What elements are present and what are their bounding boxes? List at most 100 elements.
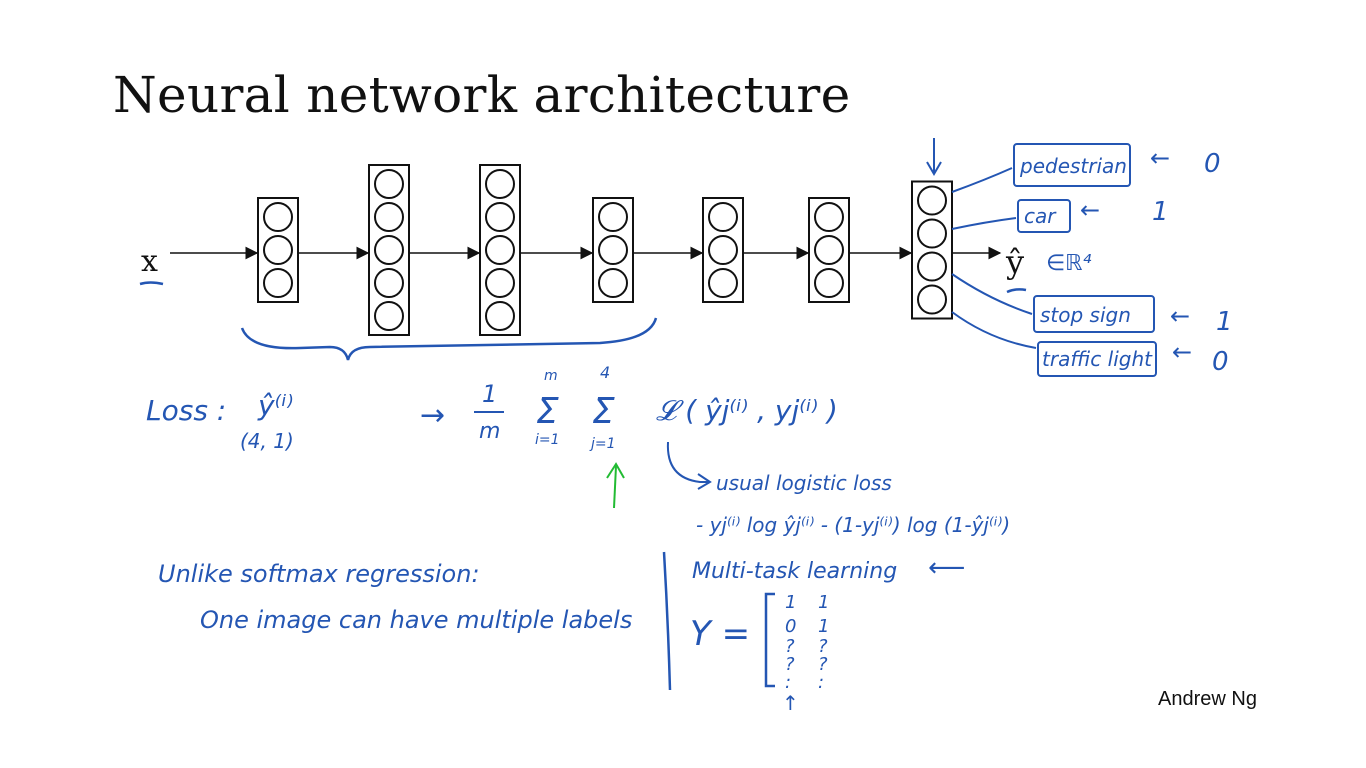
matrix-cell-col1: ? bbox=[785, 636, 795, 657]
output-connector bbox=[951, 311, 1037, 349]
loss-label: Loss : bbox=[146, 394, 226, 427]
matrix-cell-col1: 1 bbox=[785, 592, 796, 613]
output-label: car bbox=[1024, 204, 1057, 228]
neuron bbox=[917, 284, 947, 315]
author-credit: Andrew Ng bbox=[1158, 688, 1257, 710]
frac-denominator: m bbox=[479, 419, 500, 444]
matrix-cell-col1: ? bbox=[785, 654, 795, 675]
output-label: traffic light bbox=[1042, 347, 1153, 371]
output-label-box bbox=[1033, 295, 1155, 333]
layer-1 bbox=[257, 197, 299, 303]
neuron bbox=[917, 185, 947, 216]
softmax-note: Unlike softmax regression: bbox=[158, 560, 480, 588]
sum2-top: 4 bbox=[600, 363, 610, 382]
loss-yhat: ŷ⁽ⁱ⁾ bbox=[257, 389, 293, 422]
slide-title: Neural network architecture bbox=[113, 66, 851, 124]
output-value-arrow: ← bbox=[1080, 196, 1100, 224]
sum1-top: m bbox=[544, 368, 558, 384]
loss-section: Loss : ŷ⁽ⁱ⁾ (4, 1) → 1 m m Σ i=1 4 Σ j=1… bbox=[146, 363, 1010, 537]
matrix-cell-col1: 0 bbox=[785, 616, 796, 637]
neuron bbox=[263, 202, 293, 232]
neuron bbox=[708, 202, 738, 232]
output-label-box bbox=[1037, 341, 1157, 377]
layer-4 bbox=[592, 197, 634, 303]
output-connector bbox=[951, 217, 1017, 230]
output-label-box bbox=[1017, 199, 1071, 233]
neuron bbox=[374, 235, 404, 265]
sum2-sigma: Σ bbox=[592, 391, 615, 432]
neuron bbox=[598, 202, 628, 232]
y-matrix: Y = 10??:11??: ↑ bbox=[690, 592, 829, 715]
neuron bbox=[598, 235, 628, 265]
matrix-cell-col2: ? bbox=[818, 654, 828, 675]
frac-numerator: 1 bbox=[482, 380, 497, 408]
neuron bbox=[374, 202, 404, 232]
output-value: 1 bbox=[1216, 307, 1233, 337]
layer-5 bbox=[702, 197, 744, 303]
output-value: 1 bbox=[1152, 197, 1169, 227]
matrix-cell-col2: 1 bbox=[818, 616, 829, 637]
layer-7 bbox=[911, 180, 953, 320]
neuron bbox=[708, 235, 738, 265]
sum2-bottom: j=1 bbox=[589, 436, 616, 452]
neuron bbox=[485, 202, 515, 232]
neural-network-diagram bbox=[170, 164, 1002, 336]
neuron bbox=[708, 268, 738, 298]
multiple-labels-note: One image can have multiple labels bbox=[200, 606, 632, 634]
input-underline bbox=[139, 281, 164, 286]
input-label: x bbox=[141, 244, 158, 279]
matrix-left-bracket bbox=[764, 592, 775, 688]
output-annotation-3: stop sign ← 1 bbox=[951, 273, 1233, 337]
layer-6 bbox=[808, 197, 850, 303]
neuron bbox=[374, 169, 404, 199]
sum1-bottom: i=1 bbox=[535, 432, 560, 448]
output-underline bbox=[1006, 288, 1027, 294]
output-label: ŷ bbox=[1005, 243, 1024, 281]
loss-shape: (4, 1) bbox=[240, 429, 294, 453]
logistic-loss-arrow bbox=[666, 441, 712, 490]
output-annotation-4: traffic light ← 0 bbox=[951, 311, 1229, 377]
matrix-column-arrow: ↑ bbox=[782, 691, 799, 715]
section-divider bbox=[662, 551, 672, 691]
layer-2 bbox=[368, 164, 410, 336]
matrix-cell-col2: 1 bbox=[818, 592, 829, 613]
output-value: 0 bbox=[1212, 347, 1229, 377]
layer-3 bbox=[479, 164, 521, 336]
neuron bbox=[598, 268, 628, 298]
neuron bbox=[485, 169, 515, 199]
neuron bbox=[374, 268, 404, 298]
neuron bbox=[485, 301, 515, 331]
last-layer-arrow bbox=[926, 138, 942, 176]
sum1-sigma: Σ bbox=[536, 391, 559, 432]
neuron bbox=[263, 268, 293, 298]
neuron bbox=[917, 218, 947, 249]
output-value-arrow: ← bbox=[1170, 302, 1190, 330]
matrix-cells: 10??:11??: bbox=[785, 592, 829, 693]
output-label-box bbox=[1013, 143, 1131, 187]
neuron bbox=[485, 268, 515, 298]
mtl-arrow: ⟵ bbox=[928, 553, 965, 583]
neuron bbox=[374, 301, 404, 331]
neuron bbox=[485, 235, 515, 265]
output-value-arrow: ← bbox=[1172, 338, 1192, 366]
matrix-cell-col1: : bbox=[785, 672, 791, 693]
logistic-loss-note: usual logistic loss bbox=[716, 471, 892, 495]
matrix-symbol: Y = bbox=[690, 614, 750, 654]
loss-arrow: → bbox=[420, 398, 445, 433]
sum-j-highlight-arrow bbox=[606, 462, 625, 509]
matrix-cell-col2: ? bbox=[818, 636, 828, 657]
neuron bbox=[814, 202, 844, 232]
output-annotation-1: pedestrian←0 bbox=[951, 143, 1221, 193]
neuron bbox=[263, 235, 293, 265]
logistic-loss-formula: - yj⁽ⁱ⁾ log ŷj⁽ⁱ⁾ - (1-yj⁽ⁱ⁾) log (1-ŷj⁽… bbox=[696, 513, 1010, 537]
neuron bbox=[814, 268, 844, 298]
output-connector bbox=[951, 167, 1013, 193]
output-value-arrow: ← bbox=[1150, 144, 1170, 172]
neuron bbox=[814, 235, 844, 265]
output-value: 0 bbox=[1204, 149, 1221, 179]
mtl-heading: Multi-task learning bbox=[692, 559, 897, 584]
output-label: stop sign bbox=[1040, 303, 1131, 327]
